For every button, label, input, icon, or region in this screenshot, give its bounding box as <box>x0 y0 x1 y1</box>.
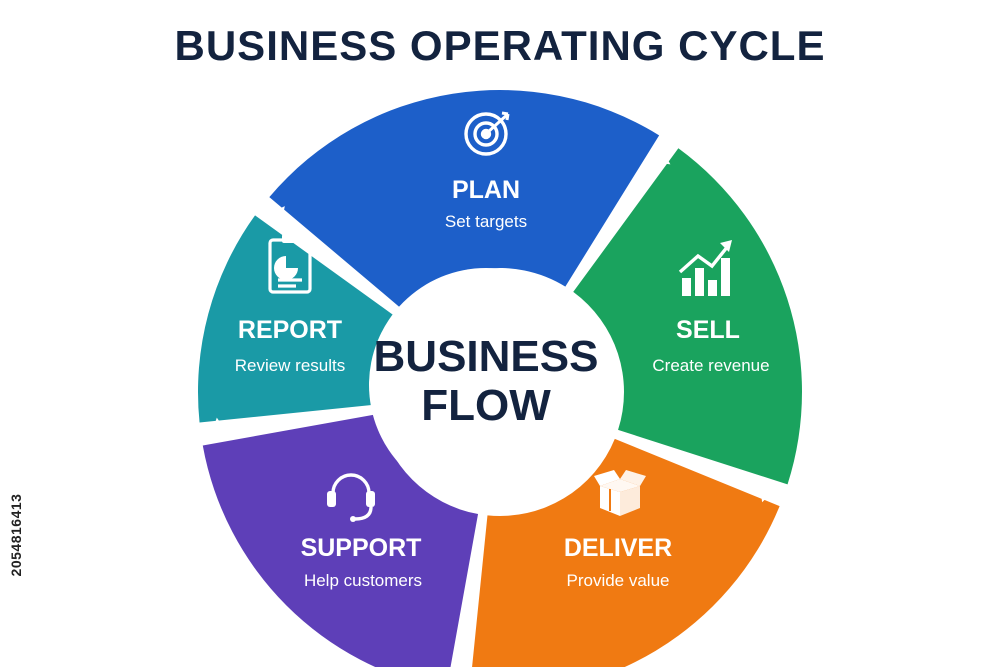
report-title: REPORT <box>238 316 342 344</box>
sell-subtitle: Create revenue <box>652 356 769 375</box>
support-title: SUPPORT <box>301 534 422 562</box>
headset-icon <box>327 473 375 522</box>
segment-report-content: REPORT Review results <box>235 234 346 375</box>
connector-arrow-deliver <box>459 664 468 667</box>
connector-arrow-sell <box>759 480 779 503</box>
page-title: BUSINESS OPERATING CYCLE <box>174 22 826 69</box>
segment-deliver <box>472 438 780 667</box>
plan-title: PLAN <box>452 176 520 204</box>
deliver-subtitle: Provide value <box>566 571 669 590</box>
support-subtitle: Help customers <box>304 571 422 590</box>
deliver-title: DELIVER <box>564 534 672 562</box>
connector-arrow-plan <box>648 144 671 165</box>
center-label-line2: FLOW <box>421 381 551 430</box>
connector-arrow-support <box>209 417 230 439</box>
segment-deliver-content: DELIVER Provide value <box>564 470 672 590</box>
report-subtitle: Review results <box>235 356 346 375</box>
stock-id-vertical: 2054816413 <box>8 493 24 577</box>
center-hub <box>369 268 603 502</box>
segment-report <box>198 215 400 423</box>
segment-support-content: SUPPORT Help customers <box>301 473 422 590</box>
segment-sell-content: SELL Create revenue <box>652 240 770 375</box>
plan-subtitle: Set targets <box>445 212 527 231</box>
segment-support <box>202 413 479 667</box>
segment-sell <box>573 148 802 485</box>
arrows-layer <box>209 144 779 667</box>
target-icon <box>464 111 510 156</box>
segment-plan-content: PLAN Set targets <box>445 111 527 231</box>
segment-plan <box>269 90 660 312</box>
segments-layer <box>198 90 802 667</box>
growth-chart-icon <box>678 240 732 296</box>
sell-title: SELL <box>676 316 740 344</box>
package-box-icon <box>594 470 646 516</box>
connector-arrow-report <box>264 206 285 229</box>
clipboard-report-icon <box>268 234 312 294</box>
center-label-line1: BUSINESS <box>374 332 599 381</box>
